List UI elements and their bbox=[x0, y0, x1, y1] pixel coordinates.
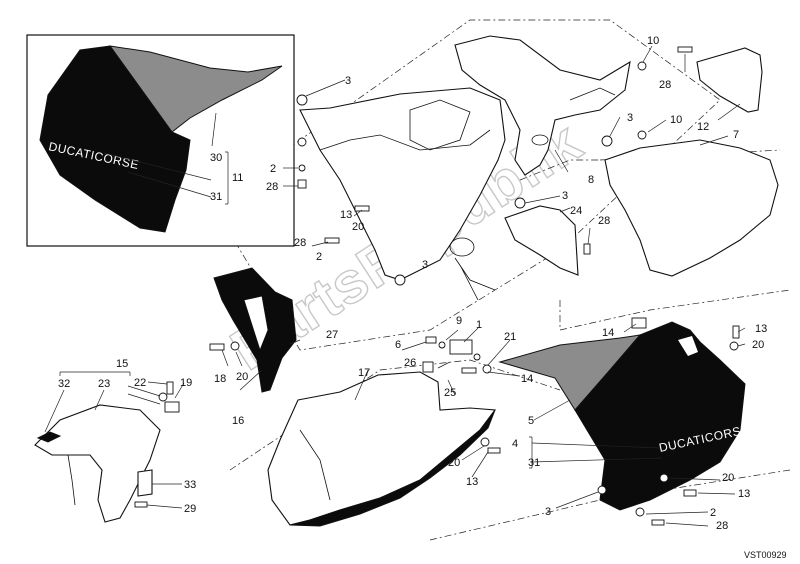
callout-14-mid: 14 bbox=[521, 373, 533, 385]
callout-numbers: 3 2 28 13 20 28 2 3 10 28 12 3 10 7 8 3 … bbox=[58, 35, 767, 532]
side-bracket bbox=[504, 205, 579, 276]
callout-17: 17 bbox=[358, 367, 370, 379]
inner-panel-7 bbox=[604, 139, 779, 277]
callout-8: 8 bbox=[588, 174, 594, 186]
callout-3-bracket: 3 bbox=[562, 190, 568, 202]
plate-12 bbox=[696, 47, 763, 113]
callout-24: 24 bbox=[570, 205, 582, 217]
callout-20-bottom-right: 20 bbox=[722, 472, 734, 484]
callout-20-right: 20 bbox=[752, 339, 764, 351]
callout-20-bottom: 20 bbox=[448, 457, 460, 469]
callout-13-bottom-right: 13 bbox=[738, 488, 750, 500]
callout-25: 25 bbox=[444, 387, 456, 399]
upper-fairing-frame bbox=[299, 87, 506, 301]
callout-29: 29 bbox=[184, 503, 196, 515]
callout-28-bracket: 28 bbox=[598, 215, 610, 227]
callout-28-top: 28 bbox=[266, 181, 278, 193]
callout-2-mid: 2 bbox=[316, 251, 322, 263]
rubber-pad-33 bbox=[137, 469, 153, 497]
callout-1: 1 bbox=[476, 319, 482, 331]
inset-panel: DUCATICORSE bbox=[26, 34, 295, 247]
mounting-bracket bbox=[454, 35, 631, 176]
callout-30: 30 bbox=[210, 152, 222, 164]
callout-9: 9 bbox=[456, 315, 462, 327]
callout-22: 22 bbox=[134, 377, 146, 389]
callout-27: 27 bbox=[326, 329, 338, 341]
callout-2-bottom: 2 bbox=[710, 507, 716, 519]
callout-18: 18 bbox=[214, 373, 226, 385]
callout-11: 11 bbox=[232, 172, 243, 184]
callout-31-main: 31 bbox=[528, 457, 540, 469]
callout-23: 23 bbox=[98, 378, 110, 390]
hardware bbox=[134, 46, 740, 526]
callout-28-bottom: 28 bbox=[716, 520, 728, 532]
callout-21: 21 bbox=[504, 331, 516, 343]
callout-14-right: 14 bbox=[602, 327, 614, 339]
callout-20-top: 20 bbox=[352, 221, 364, 233]
leader-lines bbox=[44, 45, 746, 527]
callout-16: 16 bbox=[232, 415, 244, 427]
inset-fairing-panel bbox=[39, 45, 191, 233]
callout-10-mid: 10 bbox=[670, 114, 682, 126]
callout-7: 7 bbox=[733, 129, 739, 141]
callout-12: 12 bbox=[697, 121, 709, 133]
callout-3-bottom: 3 bbox=[545, 506, 551, 518]
callout-3-top: 3 bbox=[345, 75, 351, 87]
callout-3-right: 3 bbox=[627, 112, 633, 124]
callout-33: 33 bbox=[184, 479, 196, 491]
callout-26: 26 bbox=[404, 357, 416, 369]
callout-6: 6 bbox=[395, 339, 401, 351]
belly-pan-17 bbox=[267, 371, 497, 527]
callout-2-top: 2 bbox=[270, 163, 276, 175]
callout-28-mid: 28 bbox=[294, 237, 306, 249]
callout-15: 15 bbox=[116, 358, 128, 370]
callout-19: 19 bbox=[180, 377, 192, 389]
callout-5: 5 bbox=[528, 415, 534, 427]
front-mudguard bbox=[34, 404, 161, 523]
callout-13-right: 13 bbox=[755, 323, 767, 335]
callout-32: 32 bbox=[58, 378, 70, 390]
callout-28-right: 28 bbox=[659, 79, 671, 91]
callout-20-left: 20 bbox=[236, 371, 248, 383]
main-fairing-panel: DUCATICORSE bbox=[498, 321, 751, 511]
callout-3-mid: 3 bbox=[422, 259, 428, 271]
callout-4: 4 bbox=[512, 438, 518, 450]
callout-13-bottom: 13 bbox=[466, 476, 478, 488]
drawing-code: VST00929 bbox=[744, 550, 787, 560]
callout-31-inset: 31 bbox=[210, 191, 222, 203]
callout-10-top: 10 bbox=[647, 35, 659, 47]
callout-13-top: 13 bbox=[340, 209, 352, 221]
